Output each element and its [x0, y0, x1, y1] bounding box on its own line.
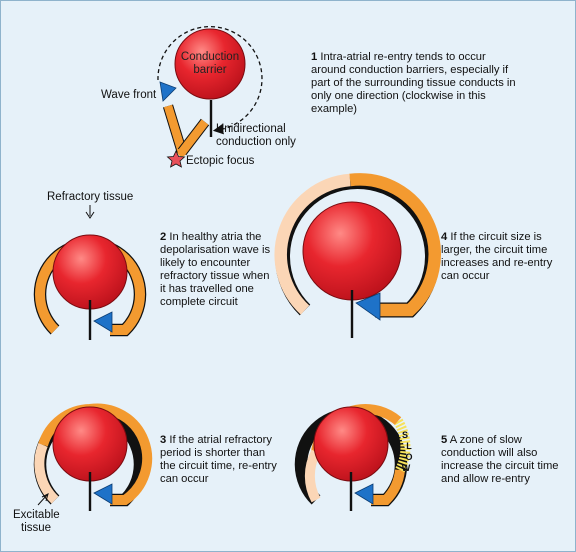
- panel3-diagram: [33, 403, 153, 511]
- slow-zone: [393, 418, 411, 473]
- caption-5: 5 A zone of slow conduction will also in…: [441, 434, 561, 486]
- wave-front-arrow: [93, 483, 113, 505]
- excitable-tissue-segment: [274, 173, 351, 315]
- caption-2-number: 2: [160, 231, 167, 243]
- ectopic-focus-label: Ectopic focus: [186, 155, 255, 167]
- wave-front-label: Wave front: [101, 89, 157, 101]
- unidirectional-label-line1: Unidirectional: [216, 123, 286, 135]
- slow-letter-w: W: [402, 463, 411, 473]
- barrier-ball: [52, 406, 128, 482]
- wave-front-arrow: [159, 81, 177, 102]
- barrier-ball: [302, 201, 402, 301]
- excitable-pointer: [37, 494, 48, 506]
- slow-letter-o: O: [405, 452, 412, 462]
- barrier-label: Conduction barrier: [176, 51, 244, 77]
- unidirectional-label: Unidirectional conduction only: [216, 123, 296, 149]
- barrier-ball: [52, 234, 128, 310]
- panel2-diagram: [33, 205, 147, 340]
- caption-4: 4 If the circuit size is larger, the cir…: [441, 231, 561, 283]
- barrier-ball: [313, 406, 389, 482]
- excitable-tissue-segment: [34, 443, 59, 504]
- slow-letter-l: L: [406, 441, 412, 451]
- barrier-label-line2: barrier: [193, 64, 227, 76]
- caption-1-number: 1: [311, 51, 318, 63]
- panel4-diagram: [274, 173, 441, 338]
- excitable-label-line1: Excitable: [13, 509, 60, 521]
- barrier-label-line1: Conduction: [180, 51, 240, 63]
- ectopic-focus-star: [166, 150, 186, 168]
- wave-front-arrow: [93, 311, 113, 333]
- excitable-label-line2: tissue: [21, 522, 52, 534]
- panel1-diagram: [157, 25, 263, 168]
- caption-3: 3 If the atrial refractory period is sho…: [160, 434, 280, 486]
- caption-5-number: 5: [441, 434, 448, 446]
- wave-front-arrow: [354, 483, 374, 505]
- wave-front-y-shape: [162, 104, 210, 157]
- caption-1-text: Intra-atrial re-entry tends to occur aro…: [311, 51, 516, 115]
- clockwise-dashed-arrow: [157, 25, 263, 135]
- caption-3-number: 3: [160, 434, 167, 446]
- wave-front-arrow: [355, 292, 381, 321]
- caption-4-number: 4: [441, 231, 448, 243]
- caption-2: 2 In healthy atria the depolarisation wa…: [160, 231, 276, 309]
- caption-5-text: A zone of slow conduction will also incr…: [441, 434, 559, 485]
- panel5-diagram: S L O W: [294, 404, 413, 511]
- excitable-tissue-label: Excitable tissue: [13, 509, 60, 535]
- caption-2-text: In healthy atria the depolarisation wave…: [160, 231, 271, 308]
- caption-4-text: If the circuit size is larger, the circu…: [441, 231, 553, 282]
- conduction-barrier: [174, 28, 246, 100]
- caption-3-text: If the atrial refractory period is short…: [160, 434, 277, 485]
- unidirectional-label-line2: conduction only: [216, 136, 296, 148]
- refractory-tissue-label: Refractory tissue: [47, 191, 134, 203]
- excitable-tissue-segment: [304, 449, 321, 503]
- slow-letter-s: S: [402, 430, 408, 440]
- caption-1: 1 Intra-atrial re-entry tends to occur a…: [311, 51, 516, 116]
